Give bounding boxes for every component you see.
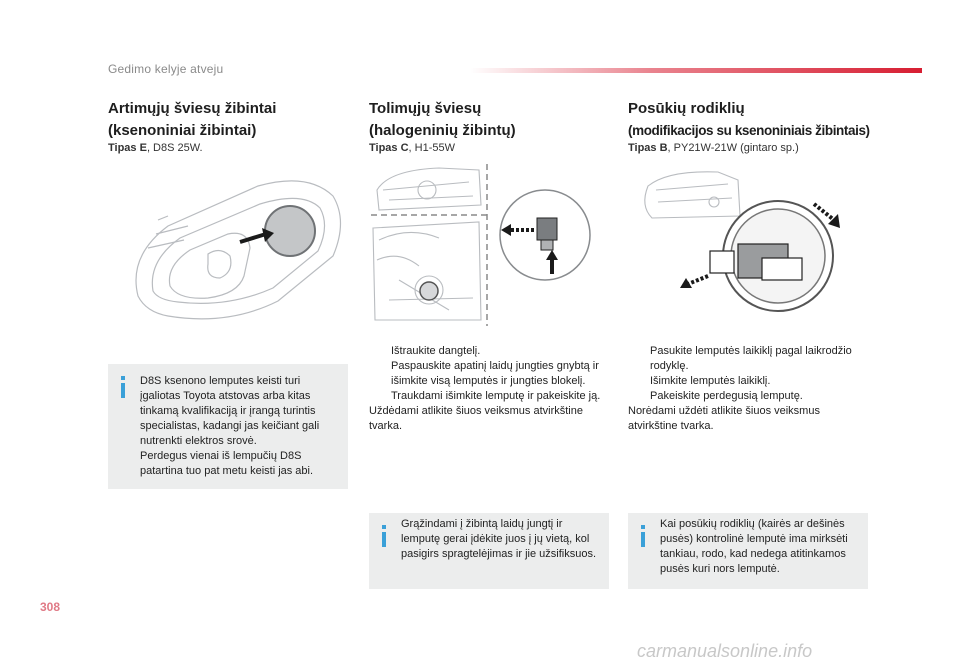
middle-title-line1: Tolimųjų šviesų (369, 100, 482, 117)
middle-step: Traukdami išimkite lemputę ir pakeiskite… (369, 389, 609, 404)
right-type-value: , PY21W-21W (gintaro sp.) (667, 142, 799, 154)
middle-type-value: , H1-55W (408, 142, 455, 154)
middle-step-text: Ištraukite dangtelį. (391, 345, 481, 357)
middle-step: Paspauskite apatinį laidų jungties gnybt… (369, 359, 609, 389)
middle-step-text: Traukdami išimkite lemputę ir pakeiskite… (391, 390, 601, 402)
connector-info-text: Grąžindami į žibintą laidų jungtį ir lem… (401, 518, 597, 560)
middle-bulb-type: Tipas C, H1-55W (369, 142, 455, 154)
info-icon (118, 376, 128, 398)
left-section-title: Artimųjų šviesų žibintai (ksenoniniai ži… (108, 98, 276, 142)
right-steps: Pasukite lemputės laikiklį pagal laikrod… (628, 344, 868, 434)
left-title-line2: (ksenoniniai žibintai) (108, 122, 257, 139)
left-type-value: , D8S 25W. (146, 142, 203, 154)
middle-step-text: Paspauskite apatinį laidų jungties gnybt… (391, 360, 599, 387)
halogen-headlamp-figure (371, 164, 591, 326)
middle-refit-note: Uždėdami atlikite šiuos veiksmus atvirkš… (369, 405, 583, 432)
right-step: Pakeiskite perdegusią lemputę. (628, 389, 868, 404)
middle-step: Ištraukite dangtelį. (369, 344, 609, 359)
indicator-info-text: Kai posūkių rodiklių (kairės ar dešinės … (660, 518, 848, 575)
right-step-text: Išimkite lemputės laikiklį. (650, 375, 771, 387)
right-step: Išimkite lemputės laikiklį. (628, 374, 868, 389)
xenon-headlamp-figure (135, 180, 342, 320)
middle-section-title: Tolimųjų šviesų (halogeninių žibintų) (369, 98, 516, 142)
header-accent-bar (470, 68, 922, 73)
right-title-line1: Posūkių rodiklių (628, 100, 745, 117)
xenon-info-text: D8S ksenono lemputes keisti turi įgaliot… (140, 375, 320, 477)
left-type-label: Tipas E (108, 142, 147, 154)
right-section-title: Posūkių rodiklių (modifikacijos su kseno… (628, 98, 870, 142)
left-title-line1: Artimųjų šviesų žibintai (108, 100, 277, 117)
right-title-line2: (modifikacijos su ksenoniniais žibintais… (628, 123, 870, 138)
info-icon (379, 525, 389, 547)
info-icon (638, 525, 648, 547)
indicator-lamp-figure (644, 171, 840, 312)
watermark: carmanualsonline.info (637, 641, 813, 661)
running-header: Gedimo kelyje atveju (108, 62, 224, 76)
left-bulb-type: Tipas E, D8S 25W. (108, 142, 203, 154)
right-refit-note: Norėdami uždėti atlikite šiuos veiksmus … (628, 405, 820, 432)
connector-info-box: Grąžindami į žibintą laidų jungtį ir lem… (369, 513, 609, 589)
right-type-label: Tipas B (628, 142, 668, 154)
right-bulb-type: Tipas B, PY21W-21W (gintaro sp.) (628, 142, 799, 154)
page-number: 308 (40, 600, 61, 614)
right-step: Pasukite lemputės laikiklį pagal laikrod… (628, 344, 868, 374)
right-step-text: Pakeiskite perdegusią lemputę. (650, 390, 803, 402)
middle-steps: Ištraukite dangtelį. Paspauskite apatinį… (369, 344, 609, 434)
middle-type-label: Tipas C (369, 142, 409, 154)
indicator-info-box: Kai posūkių rodiklių (kairės ar dešinės … (628, 513, 868, 589)
xenon-info-box: D8S ksenono lemputes keisti turi įgaliot… (108, 364, 348, 489)
right-step-text: Pasukite lemputės laikiklį pagal laikrod… (650, 345, 852, 372)
middle-title-line2: (halogeninių žibintų) (369, 122, 516, 139)
